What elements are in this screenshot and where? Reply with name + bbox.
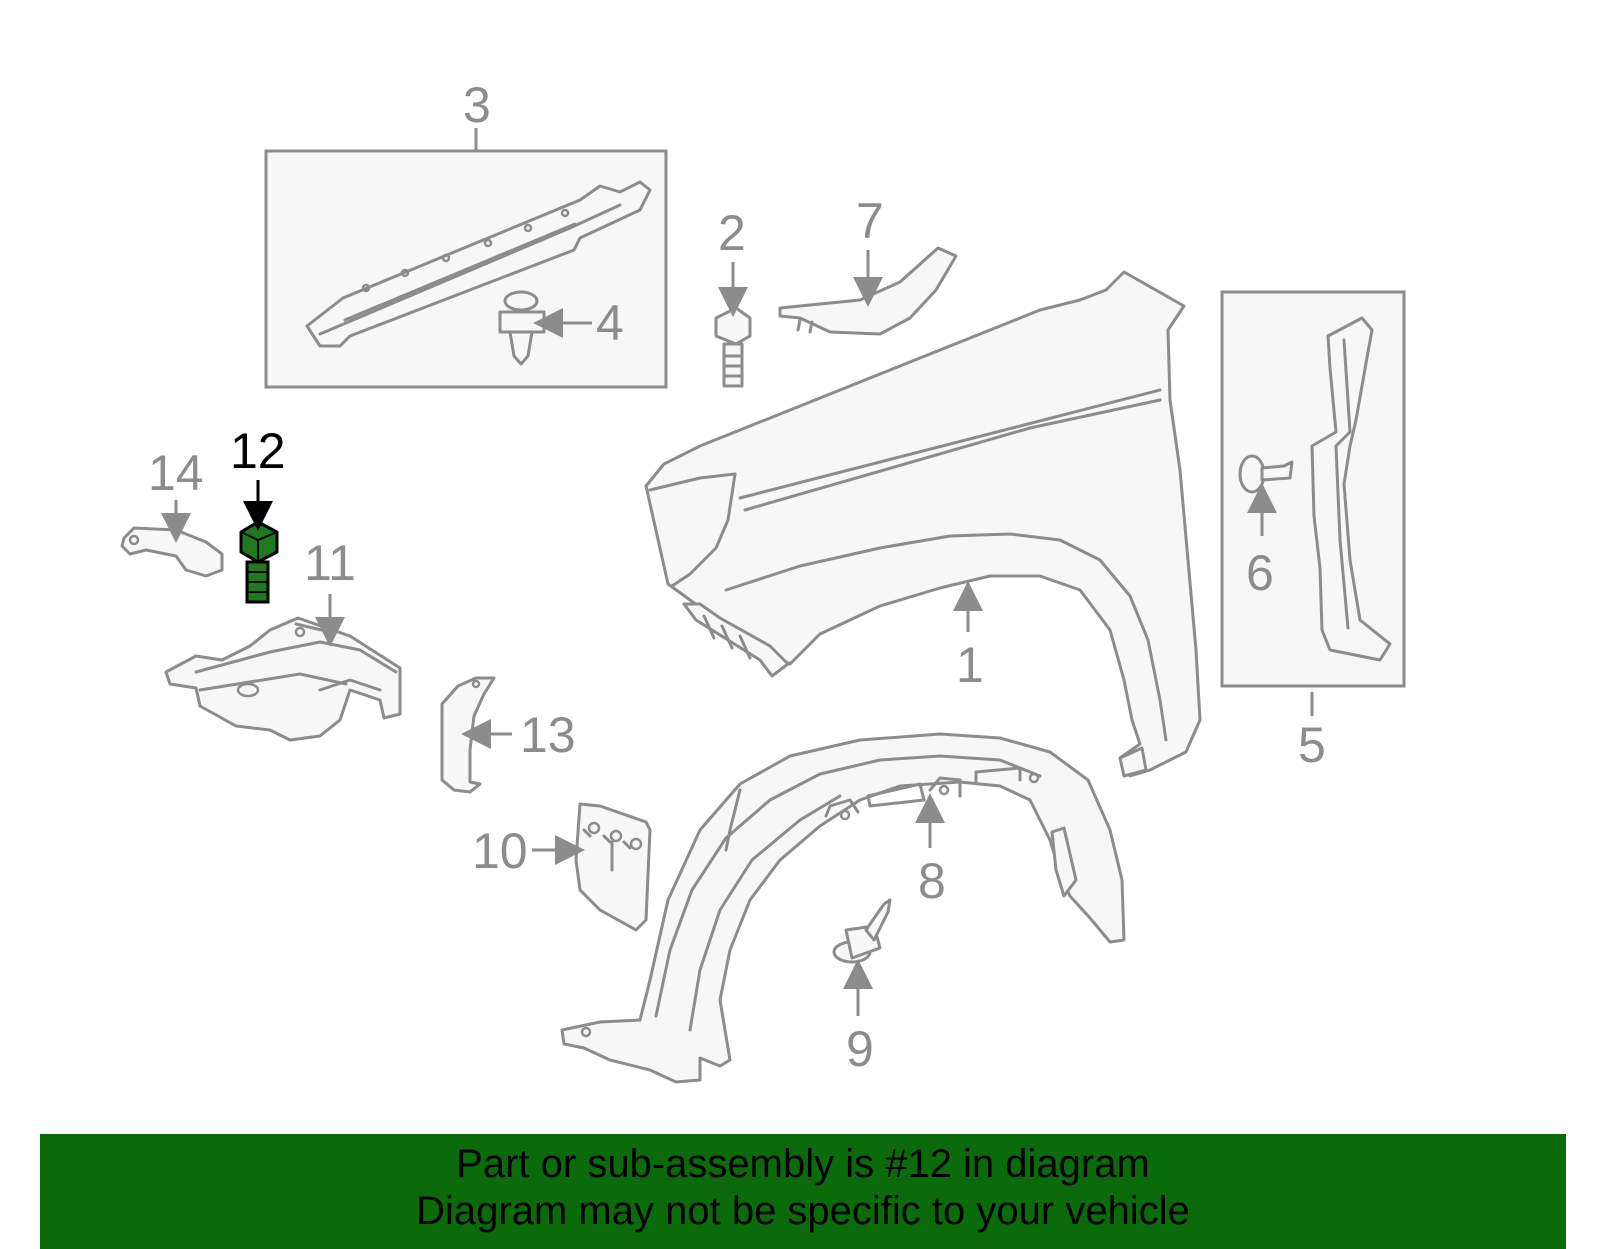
clip-6 — [1238, 454, 1294, 494]
part-14[interactable] — [120, 526, 224, 578]
splash-shield-10[interactable] — [574, 802, 652, 932]
fender-1[interactable] — [644, 270, 1202, 778]
banner-line-2: Diagram may not be specific to your vehi… — [416, 1189, 1190, 1233]
rail-holes — [361, 208, 570, 293]
bracket-11[interactable] — [164, 616, 402, 742]
info-banner: Part or sub-assembly is #12 in diagram D… — [40, 1134, 1566, 1249]
bolt-12-highlighted[interactable] — [239, 520, 279, 604]
callout-2: 2 — [718, 205, 746, 261]
part-3-group[interactable] — [264, 149, 668, 389]
bolt-2[interactable] — [714, 306, 752, 388]
callout-6: 6 — [1246, 545, 1274, 601]
callout-14: 14 — [148, 445, 204, 501]
seal-7[interactable] — [778, 246, 958, 336]
callout-12: 12 — [230, 423, 286, 479]
fender-liner-8[interactable] — [560, 732, 1126, 1084]
callout-10: 10 — [472, 823, 528, 879]
callout-5: 5 — [1298, 717, 1326, 773]
callout-4: 4 — [596, 295, 624, 351]
callout-8: 8 — [918, 853, 946, 909]
callout-11: 11 — [304, 535, 356, 591]
part-5-group[interactable] — [1220, 290, 1406, 688]
callout-13: 13 — [520, 707, 576, 763]
banner-line-1: Part or sub-assembly is #12 in diagram — [456, 1142, 1150, 1186]
push-clip-9[interactable] — [832, 898, 892, 964]
callout-7: 7 — [856, 193, 884, 249]
callout-1: 1 — [956, 637, 984, 693]
fender-liner-seal — [1310, 316, 1392, 662]
fender-bracket — [682, 602, 790, 678]
callout-9: 9 — [846, 1021, 874, 1077]
callout-3: 3 — [463, 77, 491, 133]
